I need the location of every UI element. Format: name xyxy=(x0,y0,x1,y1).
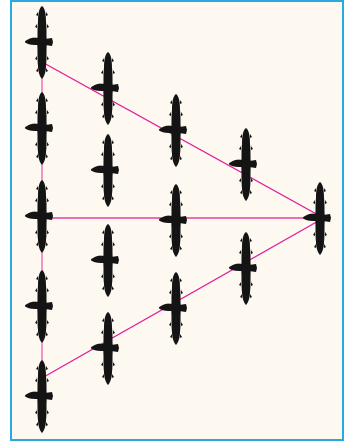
bird-formation-canvas xyxy=(0,0,346,443)
bird-formation-figure xyxy=(0,0,346,443)
